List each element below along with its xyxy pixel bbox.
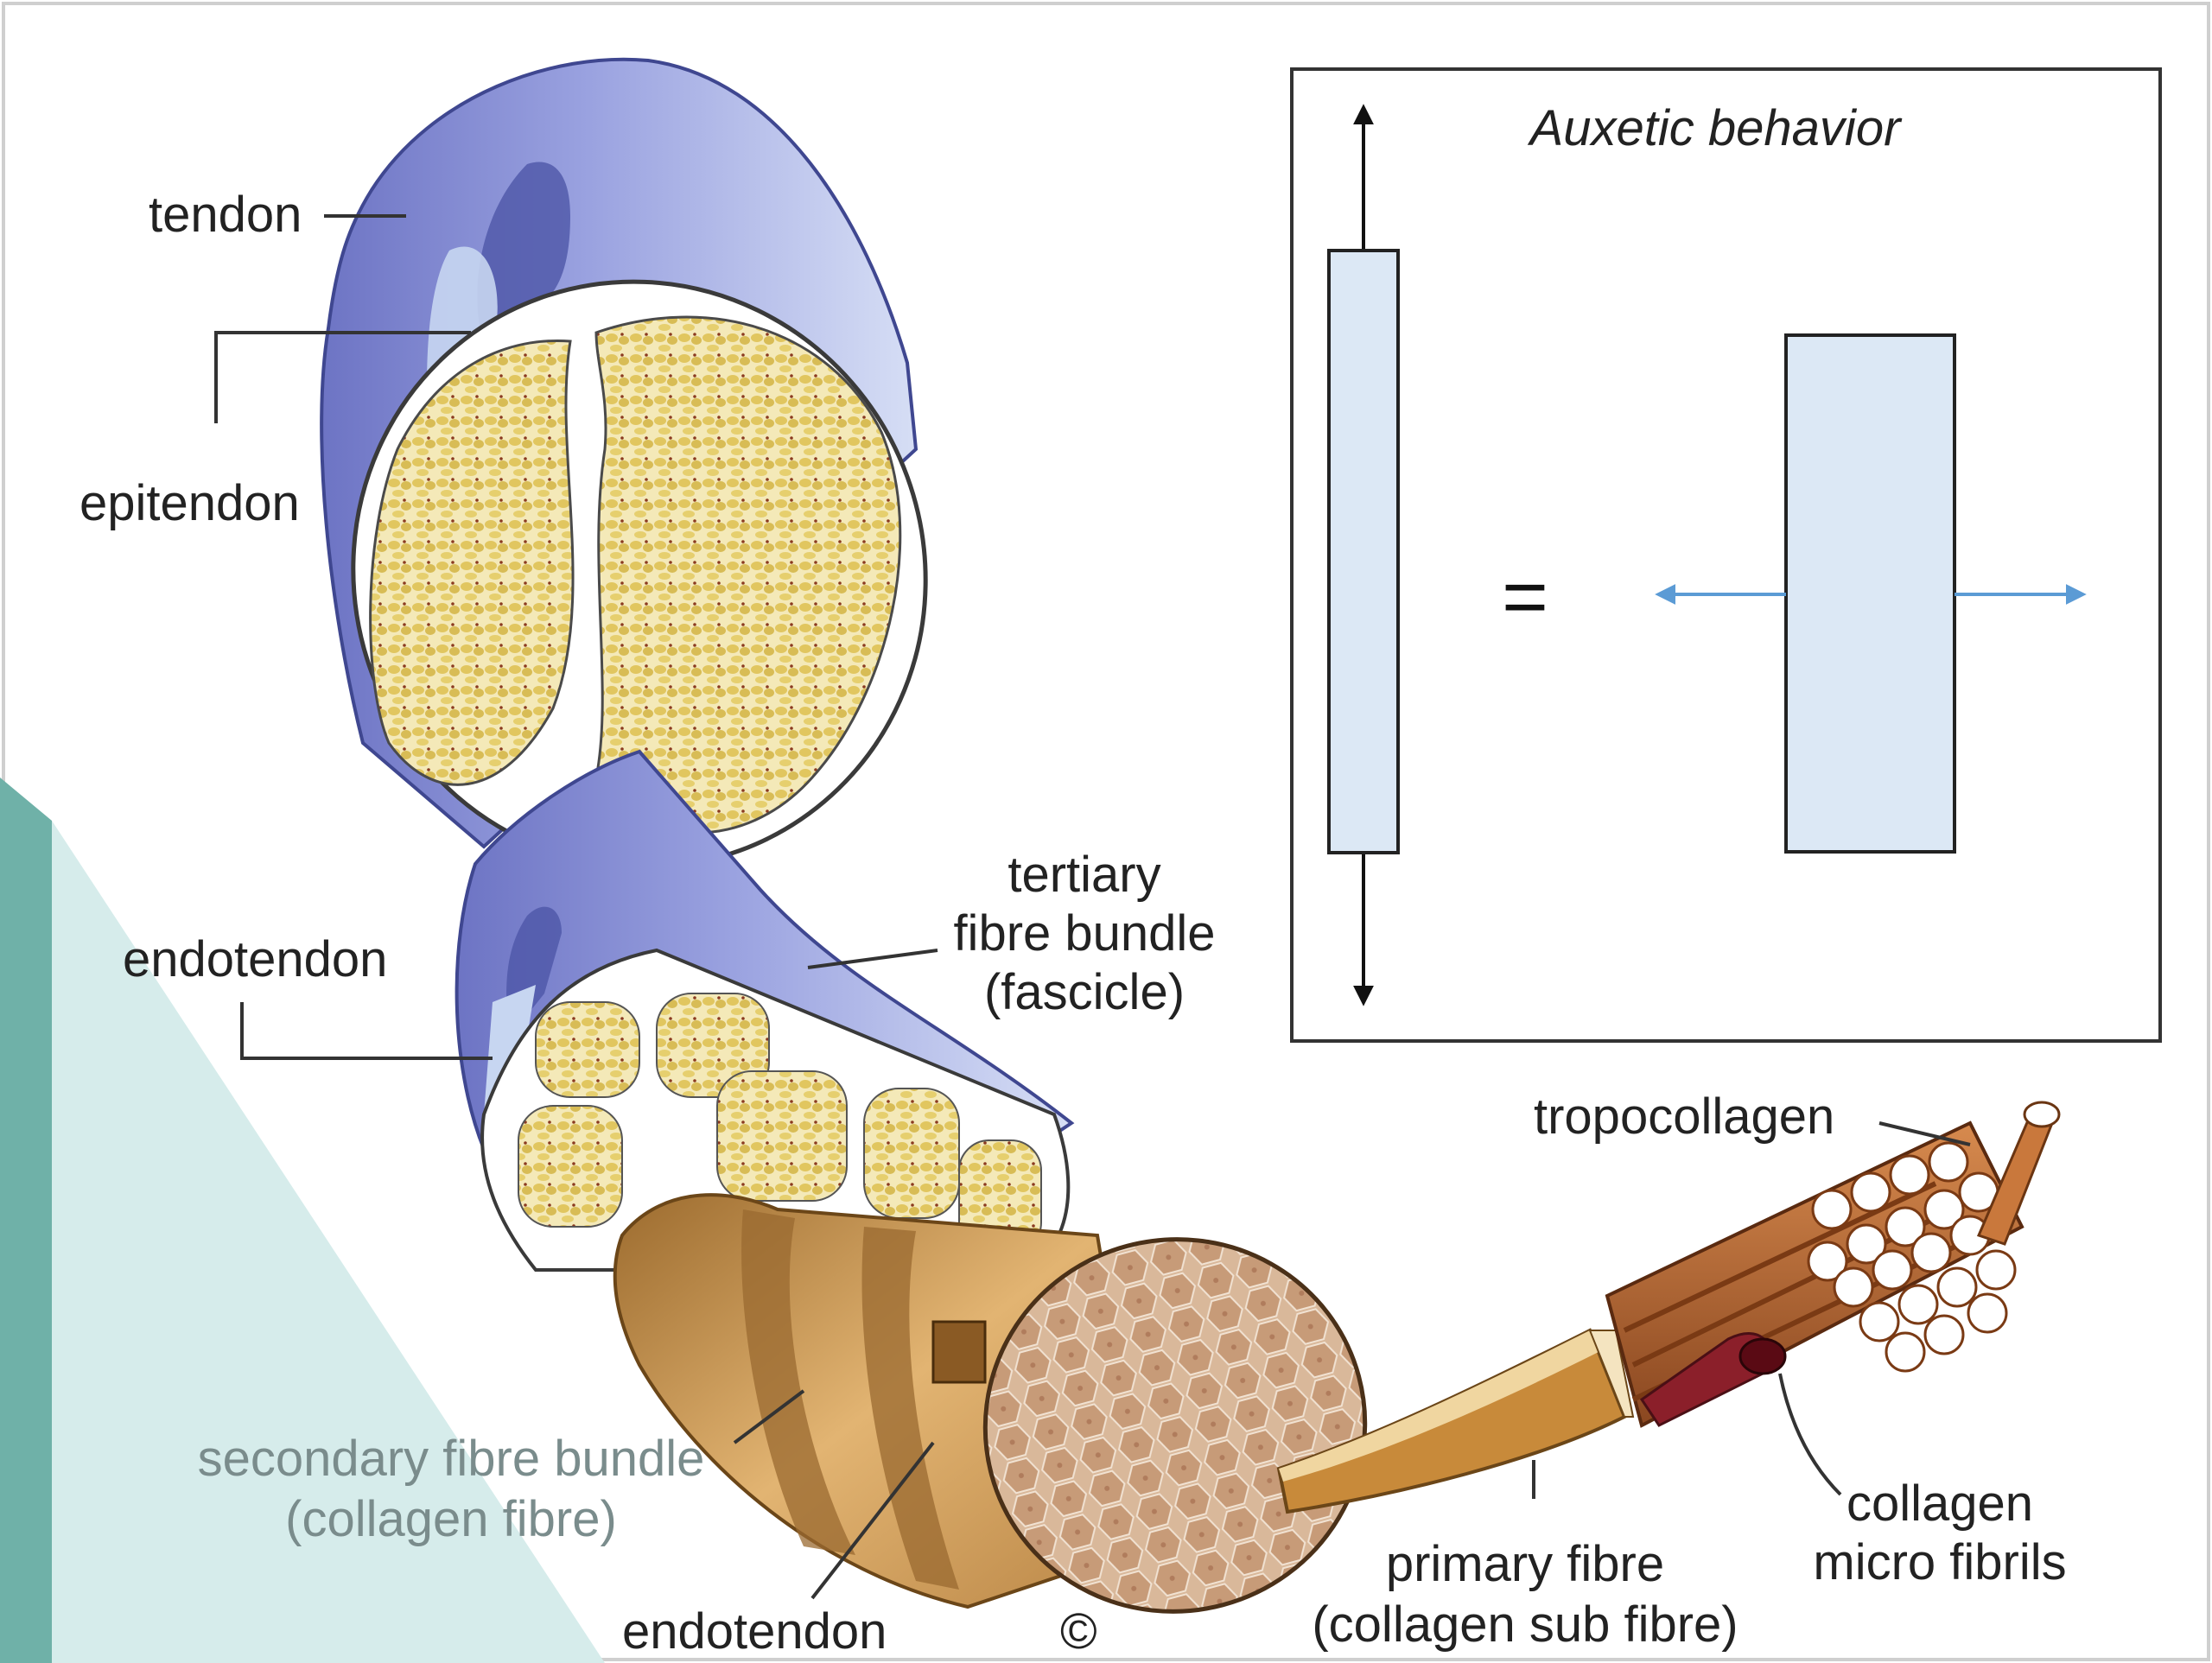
label-collagen-line2: micro fibrils (1813, 1534, 2066, 1590)
label-primary-line1: primary fibre (1386, 1536, 1664, 1592)
endotendon-cutaway (933, 1322, 985, 1382)
inset-frame (1292, 69, 2160, 1041)
label-tropocollagen: tropocollagen (1534, 1089, 1834, 1145)
collagen-micro-fibrils (1607, 1102, 2059, 1425)
leader-endotendon-top (242, 1002, 493, 1058)
label-tertiary-line3: (fascicle) (984, 964, 1185, 1020)
label-tertiary-line2: fibre bundle (953, 905, 1215, 962)
narrow-specimen (1329, 251, 1398, 853)
label-primary-line2: (collagen sub fibre) (1312, 1596, 1738, 1653)
leader-collagen (1780, 1374, 1840, 1495)
label-tertiary-line1: tertiary (1007, 847, 1160, 903)
label-copyright: © (1060, 1603, 1097, 1660)
secondary-bundle-5 (864, 1089, 959, 1218)
label-epitendon: epitendon (79, 475, 300, 531)
secondary-bundle-3 (518, 1106, 622, 1227)
fibril-ends (1808, 1143, 2015, 1371)
equals-sign: = (1502, 553, 1548, 641)
auxetic-inset: Auxetic behavior = (1292, 69, 2160, 1041)
secondary-fibre-bundle (615, 1195, 1407, 1653)
label-secondary-line2: (collagen fibre) (285, 1491, 617, 1547)
secondary-bundle-1 (536, 1002, 639, 1097)
label-endotendon-bottom: endotendon (622, 1603, 887, 1660)
inset-title: Auxetic behavior (1528, 100, 1903, 156)
label-collagen-line1: collagen (1847, 1476, 2033, 1532)
label-secondary-line1: secondary fibre bundle (198, 1431, 705, 1487)
label-tendon: tendon (149, 187, 302, 243)
label-endotendon-top: endotendon (123, 931, 387, 987)
secondary-bundle-4 (717, 1071, 847, 1201)
wide-specimen (1786, 335, 1955, 852)
teal-band-shape (0, 778, 52, 1663)
